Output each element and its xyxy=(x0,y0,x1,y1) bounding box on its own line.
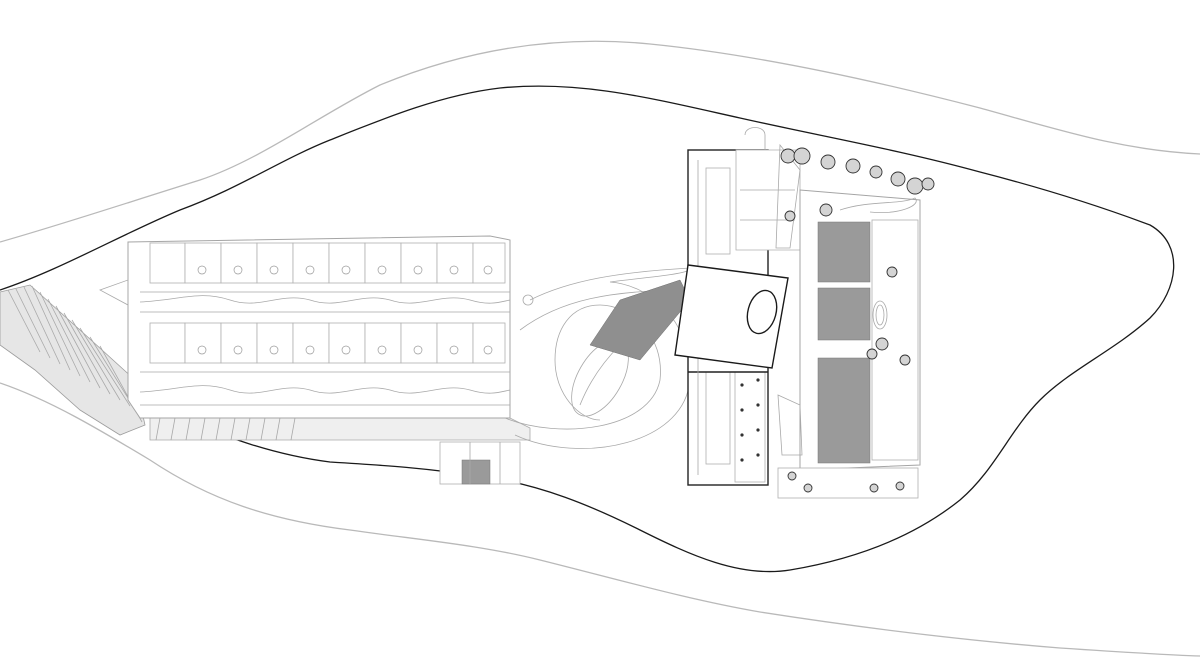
garden-bed-3 xyxy=(817,357,871,464)
residential-wing xyxy=(99,235,534,419)
room-fixtures xyxy=(197,265,493,355)
middle-room-row xyxy=(149,322,506,364)
corridor-lower xyxy=(139,385,511,394)
entry-left xyxy=(99,279,129,306)
main-building xyxy=(674,127,801,486)
ramp-lower xyxy=(149,417,531,441)
central-pavilion xyxy=(674,264,789,369)
pavilion-oculus xyxy=(746,289,778,335)
garden-bed-2 xyxy=(817,287,871,341)
upper-room-row xyxy=(149,242,506,284)
garden-path xyxy=(839,197,917,213)
trees xyxy=(780,147,935,493)
access-road-left xyxy=(0,284,146,436)
columns xyxy=(740,378,760,462)
site-boundary xyxy=(0,85,1175,573)
service-block xyxy=(439,441,521,485)
garden-courtyard xyxy=(775,143,921,499)
corridor-upper xyxy=(139,295,511,304)
terrain-contours xyxy=(0,40,1200,657)
garden-bed-1 xyxy=(817,221,871,283)
